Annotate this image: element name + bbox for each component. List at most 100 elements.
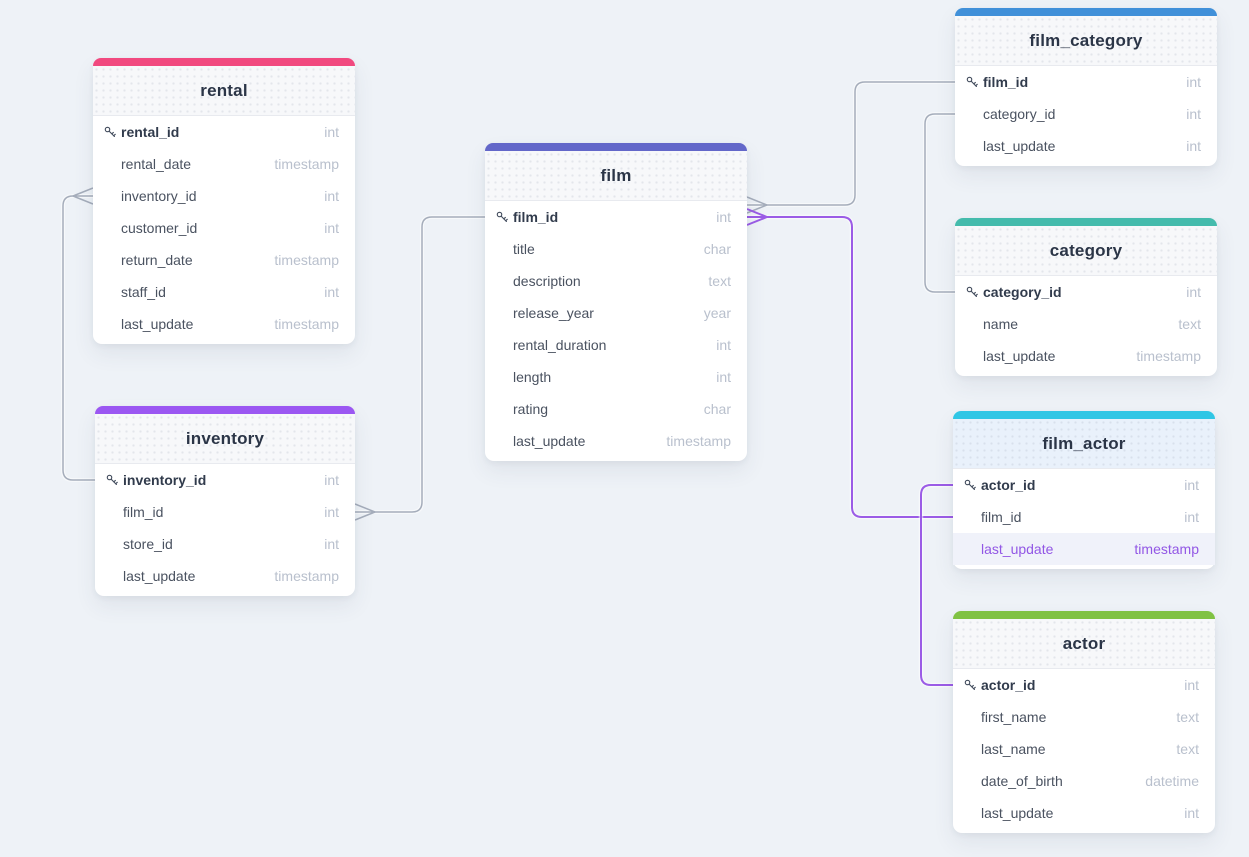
- relationship-film-film_category[interactable]: [746, 80, 955, 214]
- primary-key-icon: [966, 286, 978, 298]
- relationship-line[interactable]: [924, 113, 955, 293]
- primary-key-icon: [106, 474, 118, 486]
- field-row-film-rental_duration[interactable]: rental_duration int: [485, 329, 747, 361]
- table-title-label: rental: [200, 81, 248, 100]
- relationship-film_category-category[interactable]: [923, 112, 955, 294]
- field-type: int: [1184, 477, 1199, 493]
- field-type: timestamp: [274, 568, 339, 584]
- relationship-line[interactable]: [920, 484, 953, 686]
- table-title-label: film_category: [1029, 31, 1143, 50]
- field-name: film_id: [513, 209, 559, 225]
- table-title-film[interactable]: film: [485, 151, 747, 201]
- table-accent-bar: [95, 406, 355, 414]
- field-type: int: [324, 284, 339, 300]
- relationship-line[interactable]: [747, 216, 953, 518]
- field-row-inventory-inventory_id[interactable]: inventory_id int: [95, 464, 355, 496]
- table-title-rental[interactable]: rental: [93, 66, 355, 116]
- table-accent-bar: [953, 611, 1215, 619]
- relationship-line[interactable]: [747, 81, 955, 206]
- table-title-film_category[interactable]: film_category: [955, 16, 1217, 66]
- field-type: int: [1186, 74, 1201, 90]
- field-row-rental-last_update[interactable]: last_update timestamp: [93, 308, 355, 340]
- field-row-film-description[interactable]: description text: [485, 265, 747, 297]
- field-name: name: [983, 316, 1019, 332]
- field-type: int: [716, 337, 731, 353]
- field-row-inventory-last_update[interactable]: last_update timestamp: [95, 560, 355, 592]
- field-type: timestamp: [274, 316, 339, 332]
- field-name: inventory_id: [123, 472, 207, 488]
- primary-key-slot: [964, 679, 981, 691]
- relationship-line[interactable]: [355, 216, 485, 513]
- field-name: rental_duration: [513, 337, 607, 353]
- field-name: customer_id: [121, 220, 198, 236]
- table-title-actor[interactable]: actor: [953, 619, 1215, 669]
- field-name: category_id: [983, 284, 1062, 300]
- field-type: char: [703, 241, 731, 257]
- table-title-film_actor[interactable]: film_actor: [953, 419, 1215, 469]
- field-name: description: [513, 273, 581, 289]
- table-title-label: film_actor: [1042, 434, 1126, 453]
- relationship-line[interactable]: [62, 195, 95, 481]
- field-name: inventory_id: [121, 188, 197, 204]
- field-name: film_id: [981, 509, 1022, 525]
- field-name: last_update: [123, 568, 196, 584]
- table-accent-bar: [485, 143, 747, 151]
- relationship-rental-inventory[interactable]: [61, 187, 95, 482]
- table-accent-bar: [953, 411, 1215, 419]
- field-name: last_update: [121, 316, 194, 332]
- field-type: int: [1184, 677, 1199, 693]
- field-type: timestamp: [666, 433, 731, 449]
- relationship-film-film_actor[interactable]: [746, 208, 953, 520]
- table-title-inventory[interactable]: inventory: [95, 414, 355, 464]
- primary-key-icon: [496, 211, 508, 223]
- table-title-category[interactable]: category: [955, 226, 1217, 276]
- relationship-line-halo: [923, 112, 955, 294]
- field-type: int: [324, 472, 339, 488]
- relationship-film_actor-actor[interactable]: [918, 482, 953, 688]
- field-type: int: [1186, 138, 1201, 154]
- field-type: text: [708, 273, 731, 289]
- field-name: date_of_birth: [981, 773, 1063, 789]
- relationship-inventory-film[interactable]: [354, 215, 485, 521]
